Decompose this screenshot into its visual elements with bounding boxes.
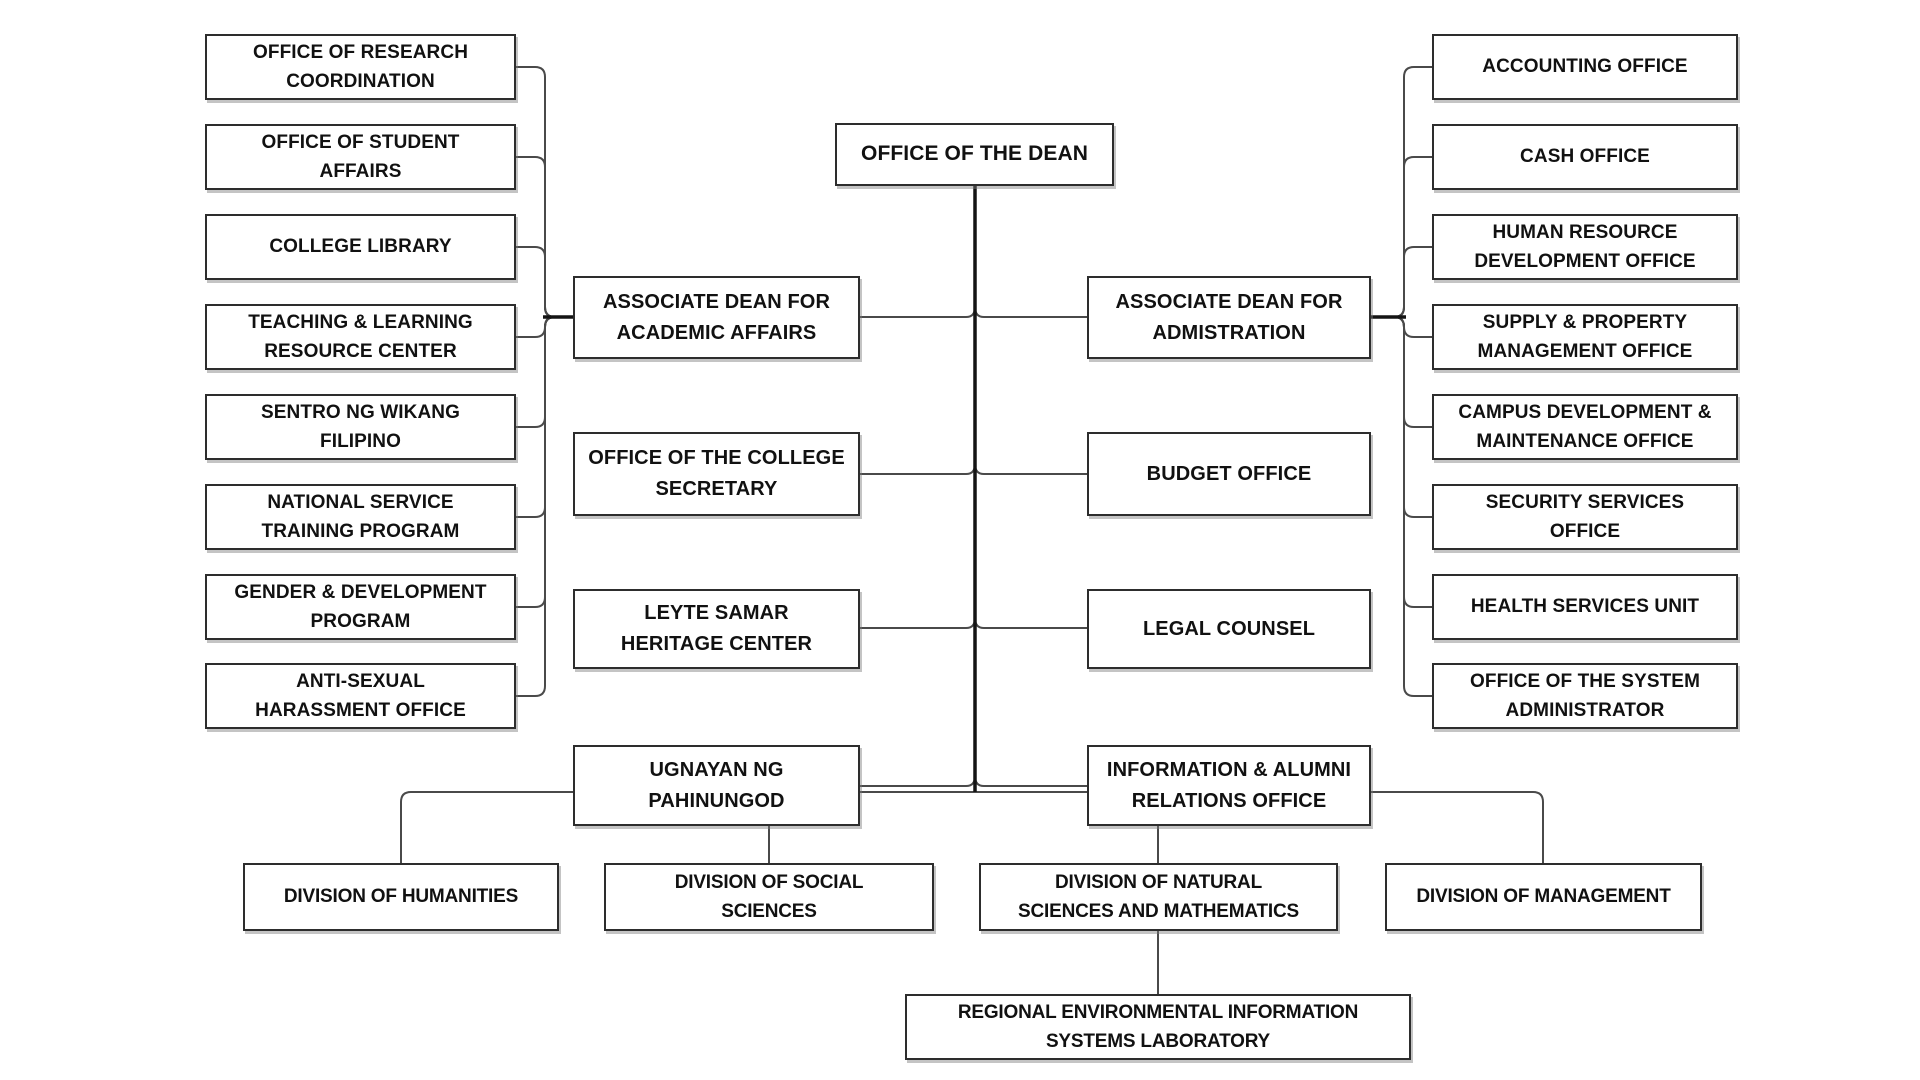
node-leyte-samar-heritage-center: LEYTE SAMAR HERITAGE CENTER [573, 589, 860, 669]
node-campus-development-maintenance-office: CAMPUS DEVELOPMENT & MAINTENANCE OFFICE [1432, 394, 1738, 460]
node-human-resource-development-office: HUMAN RESOURCE DEVELOPMENT OFFICE [1432, 214, 1738, 280]
node-division-of-natural-sciences-and-mathematics: DIVISION OF NATURAL SCIENCES AND MATHEMA… [979, 863, 1338, 931]
node-information-alumni-relations-office: INFORMATION & ALUMNI RELATIONS OFFICE [1087, 745, 1371, 826]
node-ugnayan-ng-pahinungod: UGNAYAN NG PAHINUNGOD [573, 745, 860, 826]
node-supply-property-management-office: SUPPLY & PROPERTY MANAGEMENT OFFICE [1432, 304, 1738, 370]
node-national-service-training-program: NATIONAL SERVICE TRAINING PROGRAM [205, 484, 516, 550]
node-regional-environmental-information-systems-laboratory: REGIONAL ENVIRONMENTAL INFORMATION SYSTE… [905, 994, 1411, 1060]
node-accounting-office: ACCOUNTING OFFICE [1432, 34, 1738, 100]
node-teaching-learning-resource-center: TEACHING & LEARNING RESOURCE CENTER [205, 304, 516, 370]
node-health-services-unit: HEALTH SERVICES UNIT [1432, 574, 1738, 640]
node-sentro-ng-wikang-filipino: SENTRO NG WIKANG FILIPINO [205, 394, 516, 460]
node-associate-dean-admistration: ASSOCIATE DEAN FOR ADMISTRATION [1087, 276, 1371, 359]
node-division-of-social-sciences: DIVISION OF SOCIAL SCIENCES [604, 863, 934, 931]
node-division-of-management: DIVISION OF MANAGEMENT [1385, 863, 1702, 931]
node-office-of-student-affairs: OFFICE OF STUDENT AFFAIRS [205, 124, 516, 190]
node-cash-office: CASH OFFICE [1432, 124, 1738, 190]
node-security-services-office: SECURITY SERVICES OFFICE [1432, 484, 1738, 550]
node-anti-sexual-harassment-office: ANTI-SEXUAL HARASSMENT OFFICE [205, 663, 516, 729]
node-office-of-the-college-secretary: OFFICE OF THE COLLEGE SECRETARY [573, 432, 860, 516]
node-legal-counsel: LEGAL COUNSEL [1087, 589, 1371, 669]
node-office-of-research-coordination: OFFICE OF RESEARCH COORDINATION [205, 34, 516, 100]
node-division-of-humanities: DIVISION OF HUMANITIES [243, 863, 559, 931]
node-gender-development-program: GENDER & DEVELOPMENT PROGRAM [205, 574, 516, 640]
node-associate-dean-academic-affairs: ASSOCIATE DEAN FOR ACADEMIC AFFAIRS [573, 276, 860, 359]
node-office-of-the-system-administrator: OFFICE OF THE SYSTEM ADMINISTRATOR [1432, 663, 1738, 729]
node-office-of-the-dean: OFFICE OF THE DEAN [835, 123, 1114, 186]
node-budget-office: BUDGET OFFICE [1087, 432, 1371, 516]
node-college-library: COLLEGE LIBRARY [205, 214, 516, 280]
